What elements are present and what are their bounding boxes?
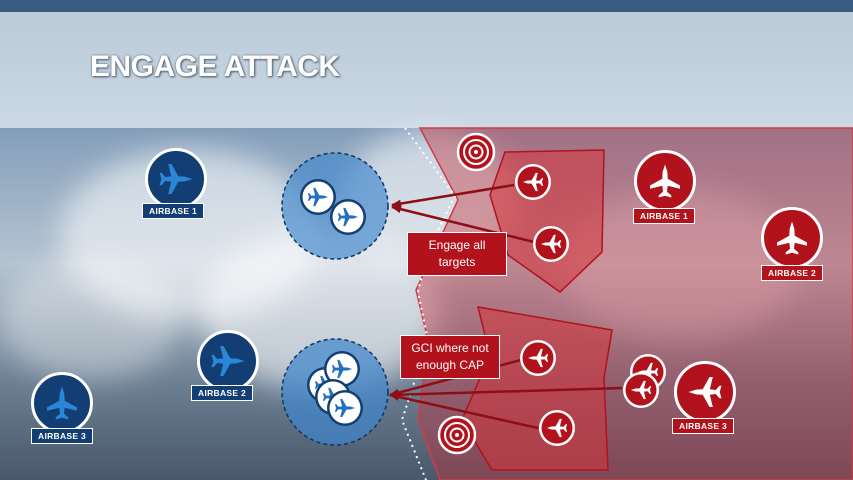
callout-gci: GCI where not enough CAP — [400, 335, 500, 379]
blue-aircraft-icon — [327, 390, 363, 426]
blue-aircraft-icon — [300, 179, 336, 215]
jet-icon — [674, 361, 736, 423]
red-aircraft-icon — [539, 410, 575, 446]
cloud — [0, 260, 180, 380]
red-aircraft-icon — [623, 372, 659, 408]
blue-aircraft-icon — [330, 199, 366, 235]
radar-icon — [456, 132, 496, 172]
airbase-label: AIRBASE 2 — [191, 385, 254, 401]
page-title: ENGAGE ATTACK — [90, 50, 340, 83]
title-bar — [0, 12, 853, 128]
red-aircraft-icon — [520, 340, 556, 376]
attack-arrow — [389, 393, 539, 430]
top-strip — [0, 0, 853, 12]
jet-icon — [145, 148, 207, 210]
red-aircraft-icon — [515, 164, 551, 200]
frontline — [400, 127, 457, 480]
airbase-label: AIRBASE 1 — [633, 208, 696, 224]
jet-icon — [634, 150, 696, 212]
attack-arrow — [391, 205, 535, 244]
radar-icon — [437, 415, 477, 455]
airbase-label: AIRBASE 3 — [672, 418, 735, 434]
red-aircraft-icon — [533, 226, 569, 262]
blue-aircraft-icon — [324, 351, 360, 387]
attack-arrow — [391, 183, 515, 208]
airbase-label: AIRBASE 1 — [142, 203, 205, 219]
jet-icon — [761, 207, 823, 269]
jet-icon — [197, 330, 259, 392]
attack-arrow — [389, 386, 623, 399]
jet-icon — [31, 372, 93, 434]
airbase-label: AIRBASE 3 — [31, 428, 94, 444]
airbase-label: AIRBASE 2 — [761, 265, 824, 281]
callout-engage: Engage all targets — [407, 232, 507, 276]
